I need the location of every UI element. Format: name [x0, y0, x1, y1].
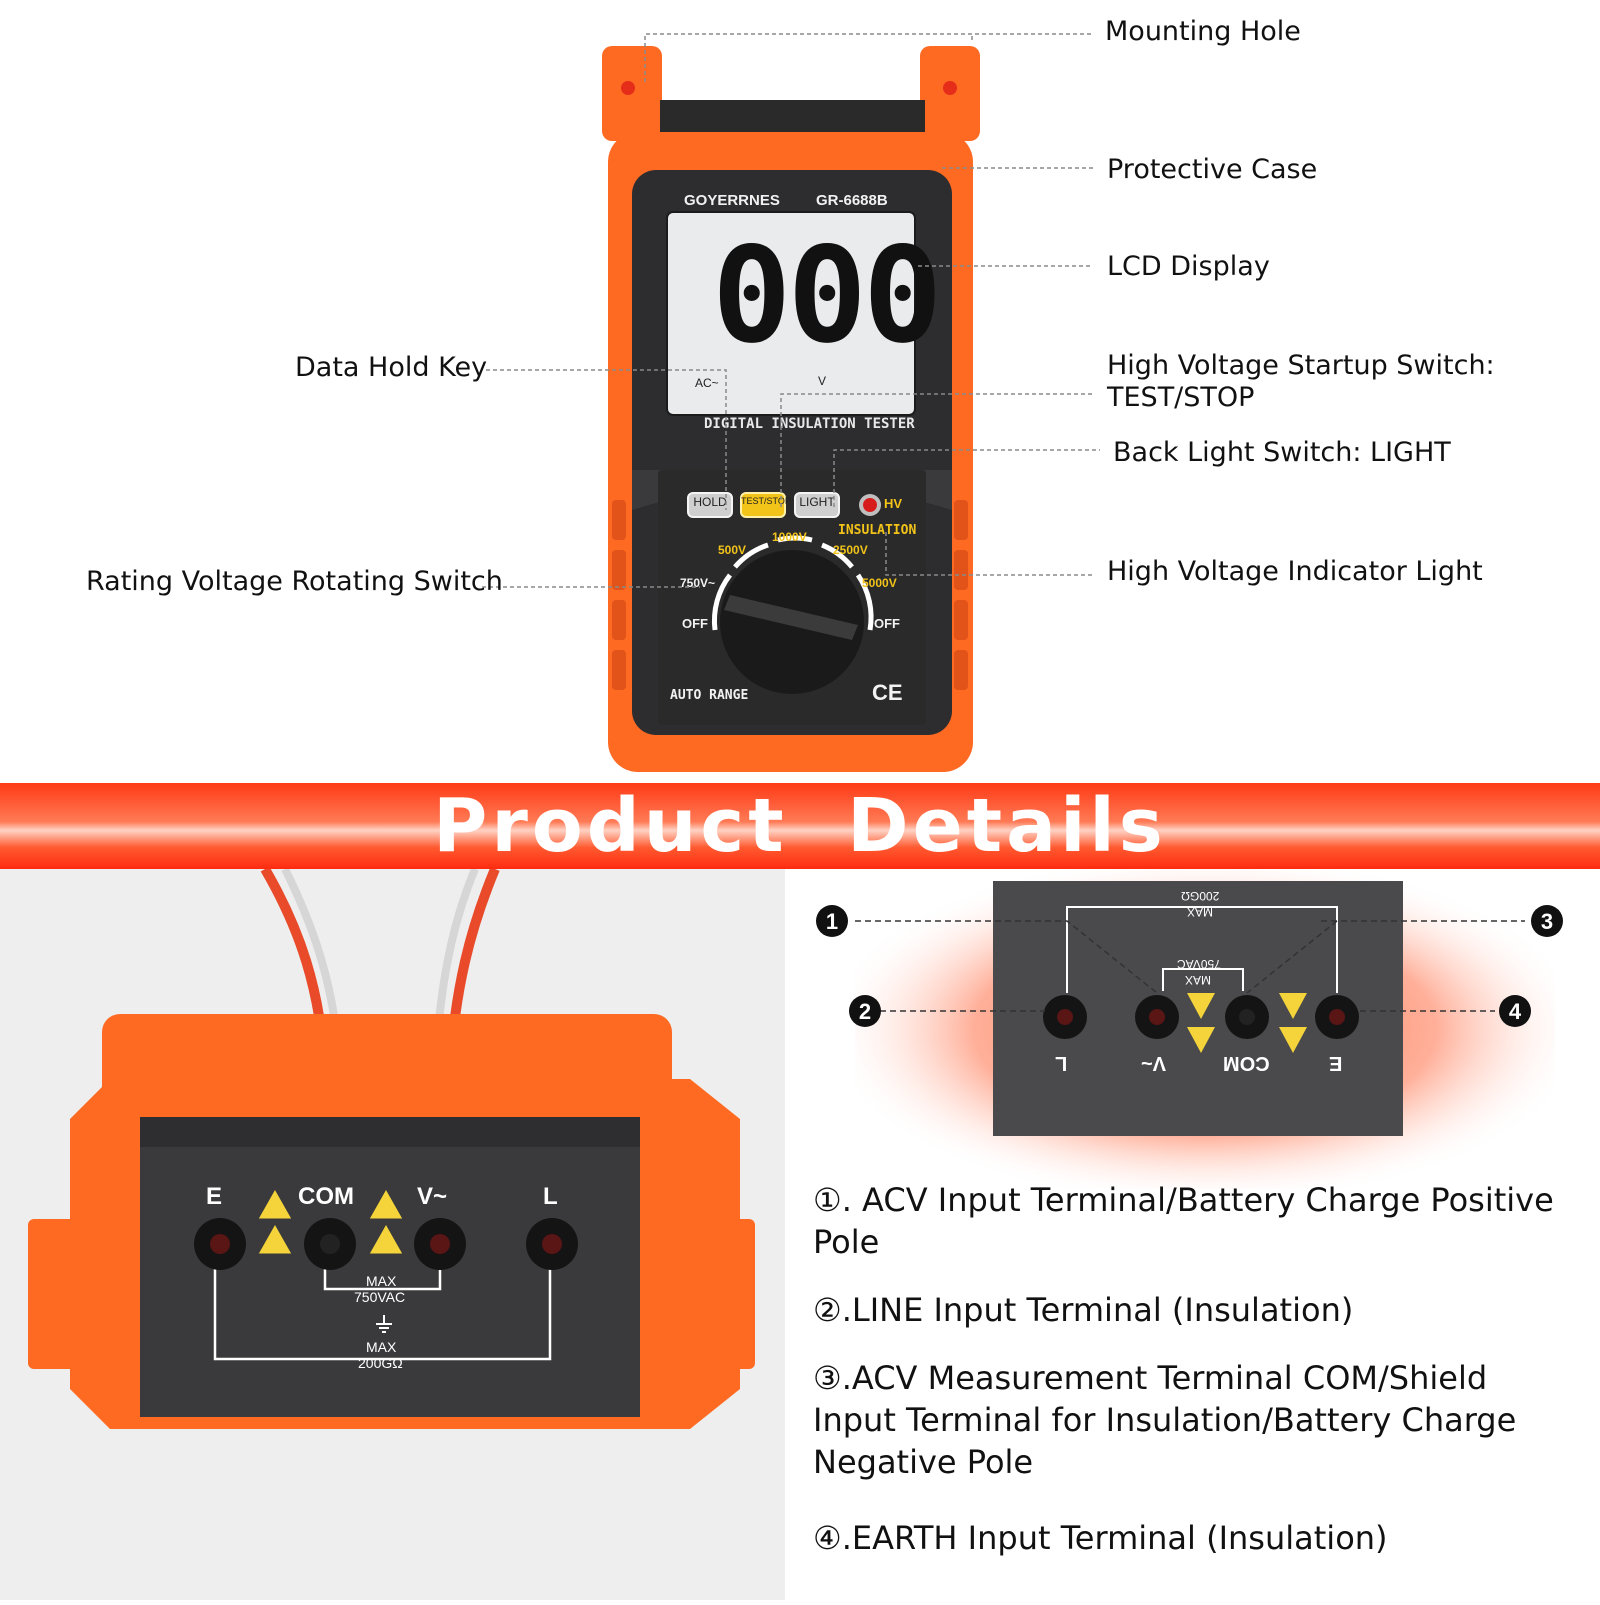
terminal-photo: E COM V~ L MAX 750VAC MAX 200GΩ — [0, 866, 785, 1600]
terminal-label-e: E — [206, 1183, 223, 1210]
closeup-max-ac-2: 750VAC — [1177, 957, 1221, 971]
terminal-closeup — [816, 869, 1563, 1189]
test-stop-button[interactable]: TEST/STOP — [741, 496, 791, 506]
callout-back-light: Back Light Switch: LIGHT — [1113, 437, 1451, 468]
banner: Product Details — [0, 783, 1600, 869]
lcd-unit: V — [818, 374, 827, 388]
insulation-label: INSULATION — [838, 523, 917, 538]
dial-2500v: 2500V — [833, 543, 868, 557]
device-body — [602, 46, 980, 772]
dial-off-right: OFF — [874, 616, 900, 631]
description-2: ②.LINE Input Terminal (Insulation) — [813, 1291, 1354, 1329]
description-1: ①. ACV Input Terminal/Battery Charge Pos… — [813, 1181, 1554, 1261]
marker-3: 3 — [1540, 909, 1554, 934]
terminal-label-l: L — [543, 1183, 558, 1210]
light-button[interactable]: LIGHT — [799, 495, 835, 509]
brand-label: GOYERRNES — [684, 192, 780, 209]
closeup-max-res-2: 200GΩ — [1181, 889, 1220, 903]
terminal-label-v: V~ — [417, 1183, 448, 1210]
lcd-ac-indicator: AC~ — [695, 376, 719, 390]
dial-off-left: OFF — [682, 616, 708, 631]
callout-mounting-hole: Mounting Hole — [1105, 16, 1301, 47]
callout-leaders — [482, 33, 1100, 588]
callout-hv-indicator: High Voltage Indicator Light — [1107, 556, 1483, 587]
ce-mark: CE — [872, 680, 903, 705]
dial-500v: 500V — [718, 543, 747, 557]
callout-rating-switch: Rating Voltage Rotating Switch — [86, 566, 503, 597]
auto-range-label: AUTO RANGE — [670, 688, 749, 703]
max-ac-line1: MAX — [366, 1273, 397, 1289]
closeup-label-v: V~ — [1141, 1052, 1167, 1074]
callout-protective-case: Protective Case — [1107, 154, 1318, 185]
marker-2: 2 — [858, 999, 872, 1024]
description-4: ④.EARTH Input Terminal (Insulation) — [813, 1519, 1388, 1557]
marker-1: 1 — [825, 909, 839, 934]
closeup-max-res-1: MAX — [1187, 905, 1214, 919]
terminal-label-com: COM — [298, 1183, 354, 1210]
closeup-max-ac-1: MAX — [1185, 973, 1212, 987]
device-illustration: GOYERRNES GR-6688B 000 AC~ V DIGITAL INS… — [590, 40, 1010, 775]
marker-4: 4 — [1508, 999, 1522, 1024]
callout-hv-startup-line1: High Voltage Startup Switch: — [1107, 350, 1495, 381]
max-res-line1: MAX — [366, 1339, 397, 1355]
callout-hv-startup-line2: TEST/STOP — [1107, 382, 1255, 413]
terminal-detail: 1 2 3 4 L V~ COM E MAX 750VAC MAX 200GΩ … — [785, 869, 1600, 1600]
max-ac-line2: 750VAC — [354, 1289, 406, 1305]
lcd-reading: 000 — [712, 219, 942, 373]
callout-lcd-display: LCD Display — [1107, 251, 1270, 282]
product-name-label: DIGITAL INSULATION TESTER — [704, 416, 915, 432]
description-3: ③.ACV Measurement Terminal COM/Shield In… — [813, 1359, 1517, 1481]
terminal-illustration — [28, 866, 755, 1429]
dial-1000v: 1000V — [772, 530, 807, 544]
hv-label: HV — [884, 496, 903, 511]
closeup-label-l: L — [1055, 1052, 1068, 1074]
dial-5000v: 5000V — [862, 576, 897, 590]
banner-title: Product Details — [433, 783, 1167, 869]
model-label: GR-6688B — [816, 192, 888, 209]
max-res-line2: 200GΩ — [358, 1355, 403, 1371]
callout-data-hold-key: Data Hold Key — [295, 352, 488, 383]
closeup-label-com: COM — [1223, 1052, 1270, 1074]
hold-button[interactable]: HOLD — [693, 495, 727, 509]
closeup-label-e: E — [1329, 1052, 1343, 1074]
